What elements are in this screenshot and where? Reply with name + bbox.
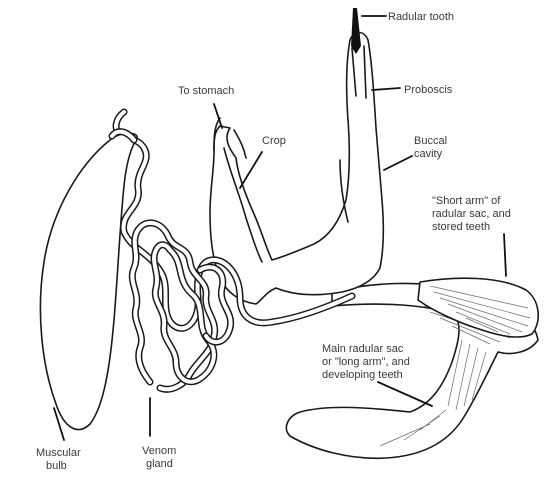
label-main-radular-sac: Main radular sac or "long arm", and deve… xyxy=(322,343,413,381)
short-arm-radular-sac xyxy=(418,278,538,337)
label-radular-tooth: Radular tooth xyxy=(388,11,454,23)
label-short-arm: "Short arm" of radular sac, and stored t… xyxy=(432,195,514,233)
label-muscular-bulb: Muscular bulb xyxy=(36,447,84,472)
proboscis-and-buccal-body xyxy=(210,33,383,305)
radular-tooth xyxy=(351,8,361,54)
label-crop: Crop xyxy=(262,135,286,147)
label-proboscis: Proboscis xyxy=(404,84,453,96)
label-venom-gland: Venom gland xyxy=(142,445,179,470)
muscular-bulb xyxy=(40,132,137,430)
label-buccal-cavity: Buccal cavity xyxy=(414,135,450,160)
label-to-stomach: To stomach xyxy=(178,85,234,97)
